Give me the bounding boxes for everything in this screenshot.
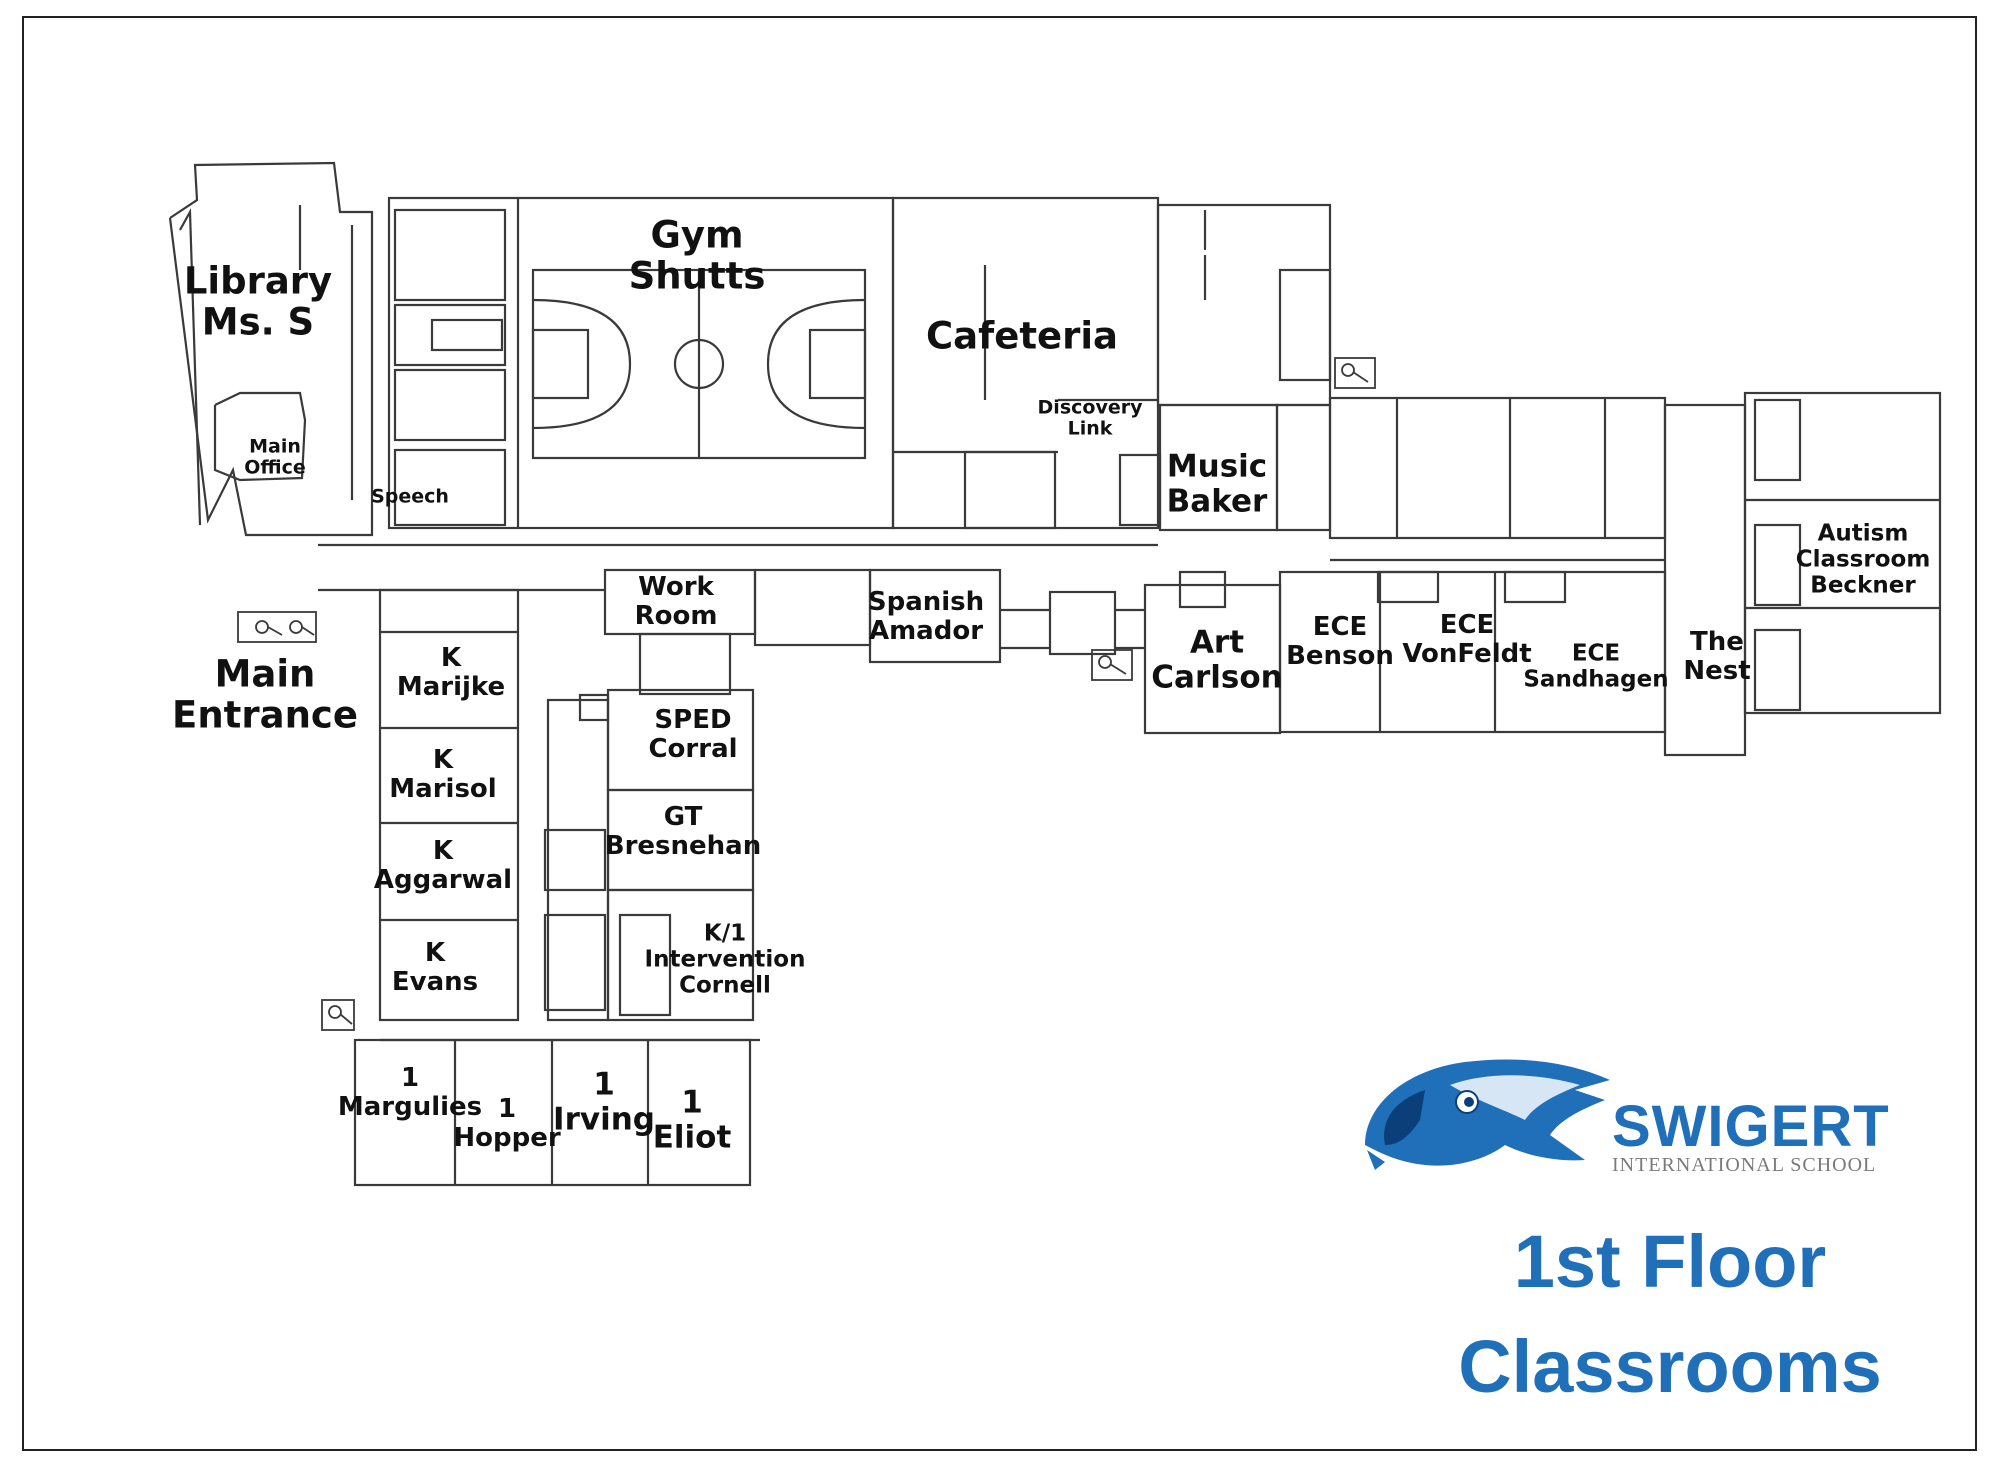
corridor-walls — [318, 543, 1665, 592]
speech-label: Speech — [371, 485, 449, 508]
key-icon — [321, 999, 355, 1031]
classrooms-title: Classrooms — [1458, 1325, 1882, 1408]
cafeteria-walls — [891, 196, 1160, 530]
school-subtitle: INTERNATIONAL SCHOOL — [1612, 1154, 1877, 1176]
key-icon — [1091, 649, 1133, 681]
cafeteria-label: Cafeteria — [926, 314, 1118, 358]
key-icon — [237, 611, 317, 643]
key-icon — [1334, 357, 1376, 389]
east-top-walls — [1328, 391, 1942, 757]
east-lower-walls — [1143, 570, 1667, 735]
gym-walls — [387, 196, 895, 530]
school-name: SWIGERT — [1612, 1094, 1890, 1159]
map-frame — [22, 16, 1977, 1451]
south-wing-walls — [353, 588, 760, 1187]
floor-title: 1st Floor — [1513, 1220, 1827, 1303]
library-walls — [168, 161, 374, 537]
center-walls — [603, 568, 1145, 696]
hawk-head-icon — [1365, 1059, 1610, 1170]
